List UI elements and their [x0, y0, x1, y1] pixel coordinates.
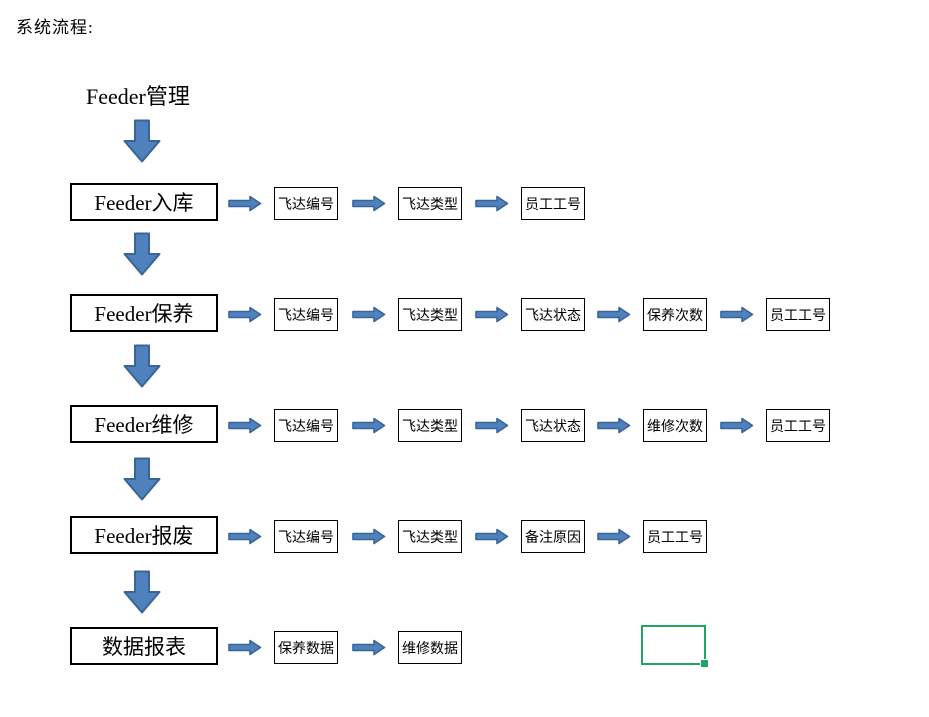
flow-row-repair: Feeder维修 飞达编号 飞达类型 飞达状态 维修次数 员工工号: [0, 405, 929, 451]
right-arrow-icon[interactable]: [352, 639, 386, 656]
field-box[interactable]: 维修数据: [398, 631, 462, 664]
field-box[interactable]: 员工工号: [521, 187, 585, 220]
right-arrow-icon[interactable]: [475, 417, 509, 434]
flow-row-report: 数据报表 保养数据 维修数据: [0, 627, 929, 673]
right-arrow-icon[interactable]: [597, 306, 631, 323]
flow-row-inbound: Feeder入库 飞达编号 飞达类型 员工工号: [0, 183, 929, 229]
right-arrow-icon[interactable]: [352, 306, 386, 323]
field-box[interactable]: 飞达编号: [274, 409, 338, 442]
box-data-report-label: 数据报表: [102, 635, 186, 659]
right-arrow-icon[interactable]: [597, 528, 631, 545]
field-box[interactable]: 飞达类型: [398, 187, 462, 220]
selected-cell[interactable]: [641, 625, 709, 668]
box-feeder-inbound-label: Feeder入库: [94, 191, 194, 215]
box-feeder-maintain-label: Feeder保养: [94, 302, 194, 326]
right-arrow-icon[interactable]: [597, 417, 631, 434]
down-arrow-icon[interactable]: [123, 232, 161, 276]
down-arrow-icon[interactable]: [123, 344, 161, 388]
right-arrow-icon[interactable]: [475, 528, 509, 545]
field-box[interactable]: 飞达类型: [398, 298, 462, 331]
right-arrow-icon[interactable]: [228, 417, 262, 434]
field-label: 飞达编号: [278, 197, 334, 213]
field-box[interactable]: 飞达编号: [274, 187, 338, 220]
flow-row-scrap: Feeder报废 飞达编号 飞达类型 备注原因 员工工号: [0, 516, 929, 562]
right-arrow-icon[interactable]: [720, 306, 754, 323]
field-box[interactable]: 飞达状态: [521, 409, 585, 442]
box-feeder-scrap-label: Feeder报废: [94, 524, 194, 548]
field-box[interactable]: 飞达编号: [274, 520, 338, 553]
field-label: 飞达编号: [278, 419, 334, 435]
box-feeder-repair[interactable]: Feeder维修: [70, 405, 218, 443]
field-label: 飞达类型: [402, 197, 458, 213]
field-label: 保养次数: [647, 308, 703, 324]
field-box[interactable]: 飞达编号: [274, 298, 338, 331]
down-arrow-icon[interactable]: [123, 570, 161, 614]
right-arrow-icon[interactable]: [228, 195, 262, 212]
flow-heading: Feeder管理: [86, 84, 190, 109]
field-label: 员工工号: [525, 197, 581, 213]
field-label: 备注原因: [525, 530, 581, 546]
box-data-report[interactable]: 数据报表: [70, 627, 218, 665]
field-box[interactable]: 飞达类型: [398, 520, 462, 553]
field-label: 员工工号: [770, 308, 826, 324]
flow-row-maintain: Feeder保养 飞达编号 飞达类型 飞达状态 保养次数 员工工号: [0, 294, 929, 340]
field-label: 飞达类型: [402, 530, 458, 546]
field-label: 维修次数: [647, 419, 703, 435]
right-arrow-icon[interactable]: [228, 306, 262, 323]
field-label: 员工工号: [770, 419, 826, 435]
page-title: 系统流程:: [16, 18, 94, 37]
field-label: 员工工号: [647, 530, 703, 546]
right-arrow-icon[interactable]: [720, 417, 754, 434]
right-arrow-icon[interactable]: [352, 528, 386, 545]
box-feeder-inbound[interactable]: Feeder入库: [70, 183, 218, 221]
field-box[interactable]: 飞达类型: [398, 409, 462, 442]
field-box[interactable]: 员工工号: [643, 520, 707, 553]
right-arrow-icon[interactable]: [352, 195, 386, 212]
right-arrow-icon[interactable]: [352, 417, 386, 434]
field-box[interactable]: 飞达状态: [521, 298, 585, 331]
right-arrow-icon[interactable]: [475, 306, 509, 323]
field-label: 飞达状态: [525, 419, 581, 435]
field-box[interactable]: 备注原因: [521, 520, 585, 553]
field-label: 飞达编号: [278, 308, 334, 324]
field-label: 维修数据: [402, 641, 458, 657]
right-arrow-icon[interactable]: [228, 528, 262, 545]
field-box[interactable]: 员工工号: [766, 409, 830, 442]
field-label: 飞达编号: [278, 530, 334, 546]
field-box[interactable]: 维修次数: [643, 409, 707, 442]
field-label: 飞达状态: [525, 308, 581, 324]
down-arrow-icon[interactable]: [123, 119, 161, 163]
right-arrow-icon[interactable]: [228, 639, 262, 656]
fill-handle[interactable]: [700, 659, 709, 668]
down-arrow-icon[interactable]: [123, 457, 161, 501]
field-box[interactable]: 员工工号: [766, 298, 830, 331]
field-label: 保养数据: [278, 641, 334, 657]
box-feeder-repair-label: Feeder维修: [94, 413, 194, 437]
box-feeder-scrap[interactable]: Feeder报废: [70, 516, 218, 554]
right-arrow-icon[interactable]: [475, 195, 509, 212]
field-label: 飞达类型: [402, 419, 458, 435]
box-feeder-maintain[interactable]: Feeder保养: [70, 294, 218, 332]
field-box[interactable]: 保养数据: [274, 631, 338, 664]
field-box[interactable]: 保养次数: [643, 298, 707, 331]
field-label: 飞达类型: [402, 308, 458, 324]
